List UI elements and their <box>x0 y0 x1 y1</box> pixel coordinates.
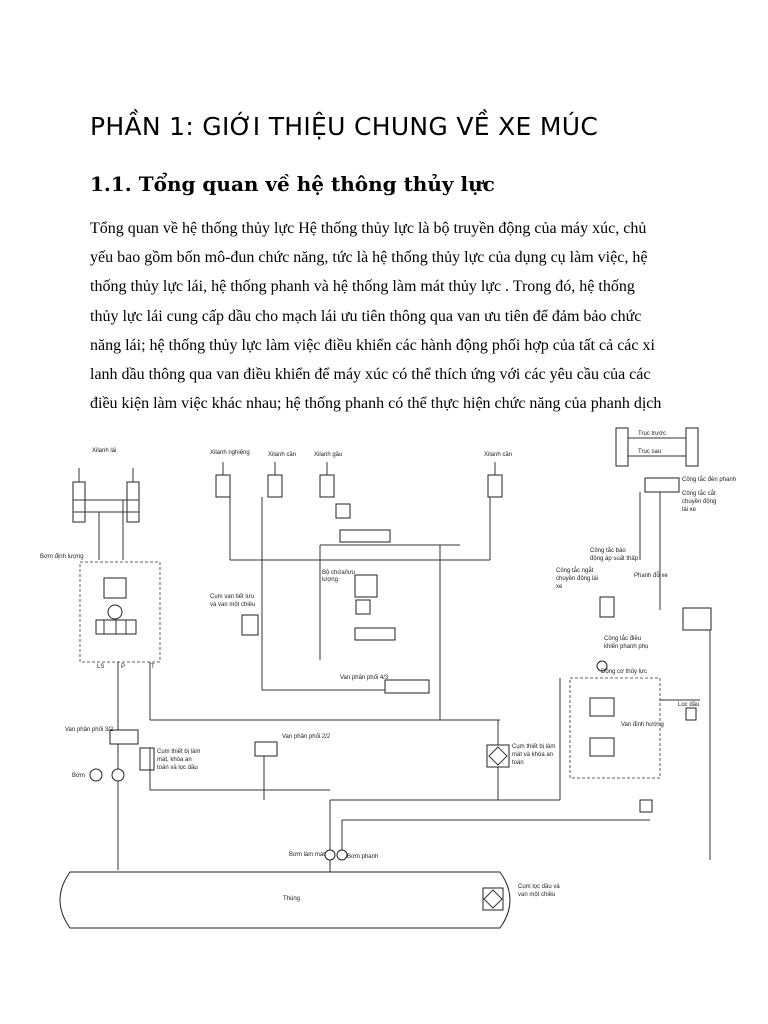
hydraulic-motor-label: Động cơ thủy lực <box>601 668 647 675</box>
tank: Thùng Cụm lọc dầu và van một chiều <box>59 871 560 929</box>
aux-brake-switch-label: khiển phanh phụ <box>604 643 648 650</box>
paragraph-line: năng lái; hệ thống thủy lực làm việc điề… <box>90 336 655 354</box>
valve-4-3-label: Van phân phối 4/3 <box>340 675 389 681</box>
cooler-label: mát, khóa an <box>157 757 192 763</box>
main-control-valves: Bộ chứa/lưu lượng Van phân phối 4/3 <box>229 497 491 720</box>
valve-2-2-label: Van phân phối 2/2 <box>282 734 331 740</box>
oil-filter-label: Lọc dầu <box>678 702 699 708</box>
pump-cooler-section: Van phân phối 3/2 Bơm Cụm thiết bị làm m… <box>65 727 330 791</box>
right-cooler: Cụm thiết bị làm mát và khóa an toàn <box>330 720 560 801</box>
section-heading: 1.1. Tổng quan về hệ thông thủy lực <box>90 172 495 196</box>
pump-label: Bơm <box>72 773 85 779</box>
aux-brake-switch-label: Công tắc điều <box>604 635 641 642</box>
metering-pump-label: Bơm định lượng <box>40 554 84 560</box>
front-axle-label: Trục trước <box>638 431 666 437</box>
paragraph-line: yếu bao gồm bốn mô-đun chức năng, tức là… <box>90 249 648 267</box>
steering-cylinder-label: Xilanh lái <box>92 448 116 454</box>
brake-pump-label: Bơm phanh <box>347 854 378 860</box>
rear-axle-label: Trục sau <box>638 449 661 455</box>
right-cooler-label: mát và khóa an <box>512 752 553 758</box>
tank-label: Thùng <box>283 896 300 902</box>
body-paragraph: Tổng quan về hệ thống thủy lực Hệ thống … <box>90 214 690 418</box>
valve-2-2: Van phân phối 2/2 <box>254 734 331 800</box>
right-cooler-label: Cụm thiết bị làm <box>512 744 555 750</box>
drive-cutoff-switch-label: Công tắc ngắt <box>556 567 594 574</box>
port-p-label: P <box>121 664 125 670</box>
hydraulic-motor-section: Động cơ thủy lực Van định hướng Lọc dầu <box>559 660 700 813</box>
paragraph-line: lanh dầu thông qua van điều khiển để máy… <box>90 365 651 383</box>
low-pressure-switch-label: Công tắc báo <box>590 547 626 554</box>
work-cylinders: Xilanh nghiêng Xilanh cần Xilanh gầu Xil… <box>210 450 512 498</box>
drive-cutoff-switch-label: chuyền động lái <box>556 576 598 582</box>
throttle-check-valve: Cụm van tiết lưu và van một chiều <box>210 594 259 636</box>
steering-lines <box>117 662 500 870</box>
boom-cylinder-label: Xilanh cần <box>268 452 296 458</box>
axle-brake-section: Trục trước Trục sau Công tắc đèn phanh C… <box>556 427 736 860</box>
throttle-valve-label: và van một chiều <box>210 602 255 608</box>
metering-pump-unit: Bơm định lượng LS P T <box>40 554 161 670</box>
port-t-label: T <box>151 664 155 670</box>
directional-valve-label: Van định hướng <box>621 722 664 728</box>
valve-3-2-label: Van phân phối 3/2 <box>65 727 114 733</box>
bucket-cylinder-label: Xilanh gầu <box>314 452 342 458</box>
throttle-valve-label: Cụm van tiết lưu <box>210 594 254 600</box>
cooler-label: Cụm thiết bị làm <box>157 749 200 755</box>
filter-check-valve-label: van một chiều <box>518 892 555 898</box>
filter-check-valve-label: Cụm lọc dầu và <box>518 884 560 890</box>
cooler-label: toàn và lọc dầu <box>157 765 198 771</box>
paragraph-line: Tổng quan về hệ thống thủy lực Hệ thống … <box>90 220 647 237</box>
parking-brake-label: Phanh đỗ xe <box>634 572 668 579</box>
page-heading: PHẦN 1: GIỚI THIỆU CHUNG VỀ XE MÚC <box>90 112 599 141</box>
cooling-pump-label: Bơm làm mát <box>289 852 325 858</box>
paragraph-line: thủy lực lái cung cấp dầu cho mạch lái ư… <box>90 307 642 325</box>
paragraph-line: điều kiện làm việc khác nhau; hệ thống p… <box>90 395 662 413</box>
drive-cutoff-switch-label: xe <box>556 584 563 590</box>
accumulator-label: lượng <box>322 577 338 583</box>
steering-cylinders: Xilanh lái <box>72 448 140 560</box>
boom-cylinder-2-label: Xilanh cần <box>484 452 512 458</box>
right-cooler-label: toàn <box>512 760 524 766</box>
cooling-brake-pumps: Bơm làm mát Bơm phanh <box>289 800 650 872</box>
port-ls-label: LS <box>97 664 104 670</box>
cutoff-switch-label: chuyền động <box>682 499 716 505</box>
accumulator-label: Bộ chứa/lưu <box>322 570 355 576</box>
cutoff-switch-label: lái xe <box>682 507 697 513</box>
paragraph-line: thống thủy lực lái, hệ thống phanh và hệ… <box>90 278 635 296</box>
low-pressure-switch-label: động áp suất thấp <box>590 556 639 562</box>
brake-light-switch-label: Công tắc đèn phanh <box>682 476 736 483</box>
tilt-cylinder-label: Xilanh nghiêng <box>210 450 250 456</box>
cutoff-switch-label: Công tắc cắt <box>682 490 716 497</box>
